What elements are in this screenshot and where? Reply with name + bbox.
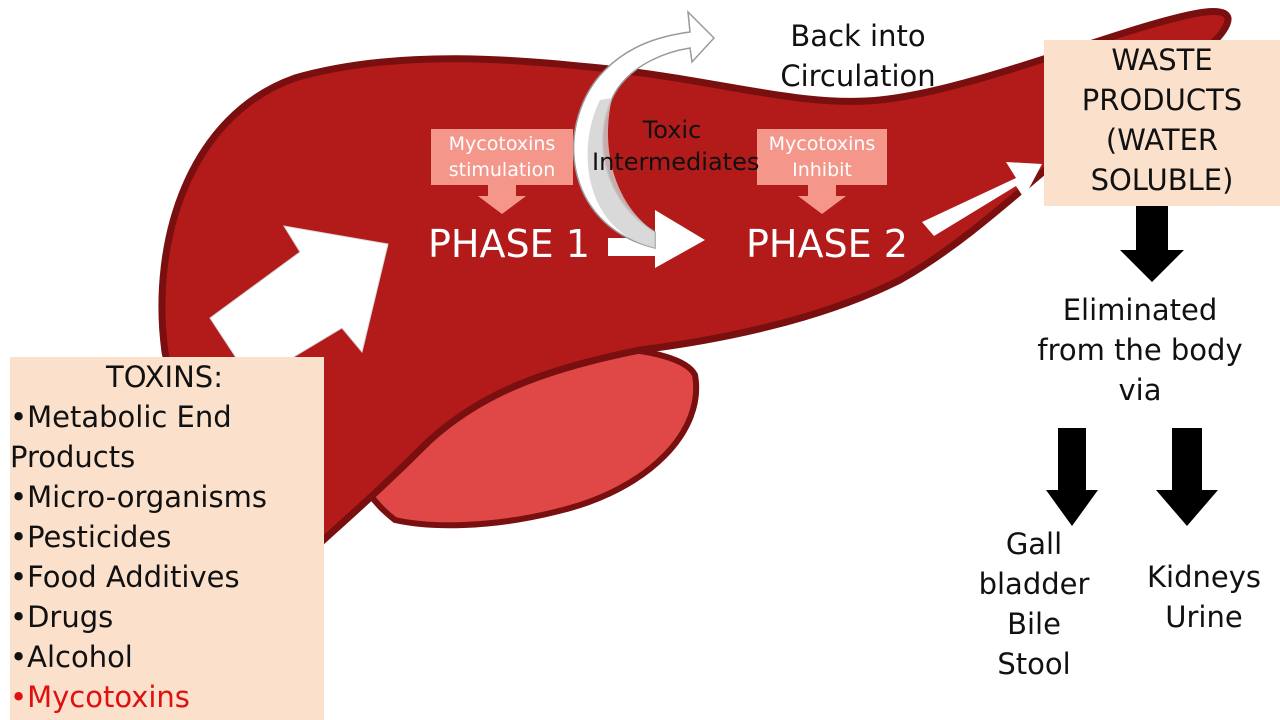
toxin-item: •Alcohol [10, 640, 133, 674]
toxin-item: •Food Additives [10, 560, 240, 594]
toxin-item: •Metabolic End [10, 400, 232, 434]
toxin-item: •Pesticides [10, 520, 172, 554]
arrow-phase1-to-phase2 [608, 210, 705, 268]
myco-inhibit-box [757, 129, 887, 185]
toxins-title: TOXINS: [106, 360, 223, 394]
myco-stim-arrow [478, 185, 526, 214]
toxins-box: TOXINS: •Metabolic End Products •Micro-o… [10, 357, 324, 720]
toxins-list: •Metabolic End Products •Micro-organisms… [10, 397, 324, 717]
eliminated-label: Eliminated from the body via [1037, 293, 1243, 407]
back-into-circulation-label: Back into Circulation [780, 19, 936, 93]
arrow-to-kidneys [1156, 428, 1218, 526]
toxin-item-highlight: •Mycotoxins [10, 680, 190, 714]
gall-bladder-label: Gall bladder Bile Stool [978, 527, 1090, 681]
arrow-phase2-to-waste [922, 162, 1042, 236]
myco-inhibit-arrow [798, 185, 846, 214]
toxin-item: •Micro-organisms [10, 480, 267, 514]
myco-stim-label: Mycotoxins stimulation [448, 133, 556, 181]
toxic-intermediates-label: Toxic Intermediates [592, 116, 760, 176]
myco-stim-box [431, 129, 573, 185]
toxin-item: Products [10, 440, 136, 474]
arrow-to-gall-bladder [1046, 428, 1098, 526]
waste-products-box: WASTE PRODUCTS (WATER SOLUBLE) [1044, 40, 1280, 206]
kidneys-label: Kidneys Urine [1147, 560, 1261, 634]
phase2-label: PHASE 2 [746, 222, 908, 266]
toxin-item: •Drugs [10, 600, 114, 634]
myco-inhibit-label: Mycotoxins Inhibit [768, 133, 876, 181]
arrow-waste-to-eliminated [1120, 205, 1184, 282]
phase1-label: PHASE 1 [428, 222, 590, 266]
